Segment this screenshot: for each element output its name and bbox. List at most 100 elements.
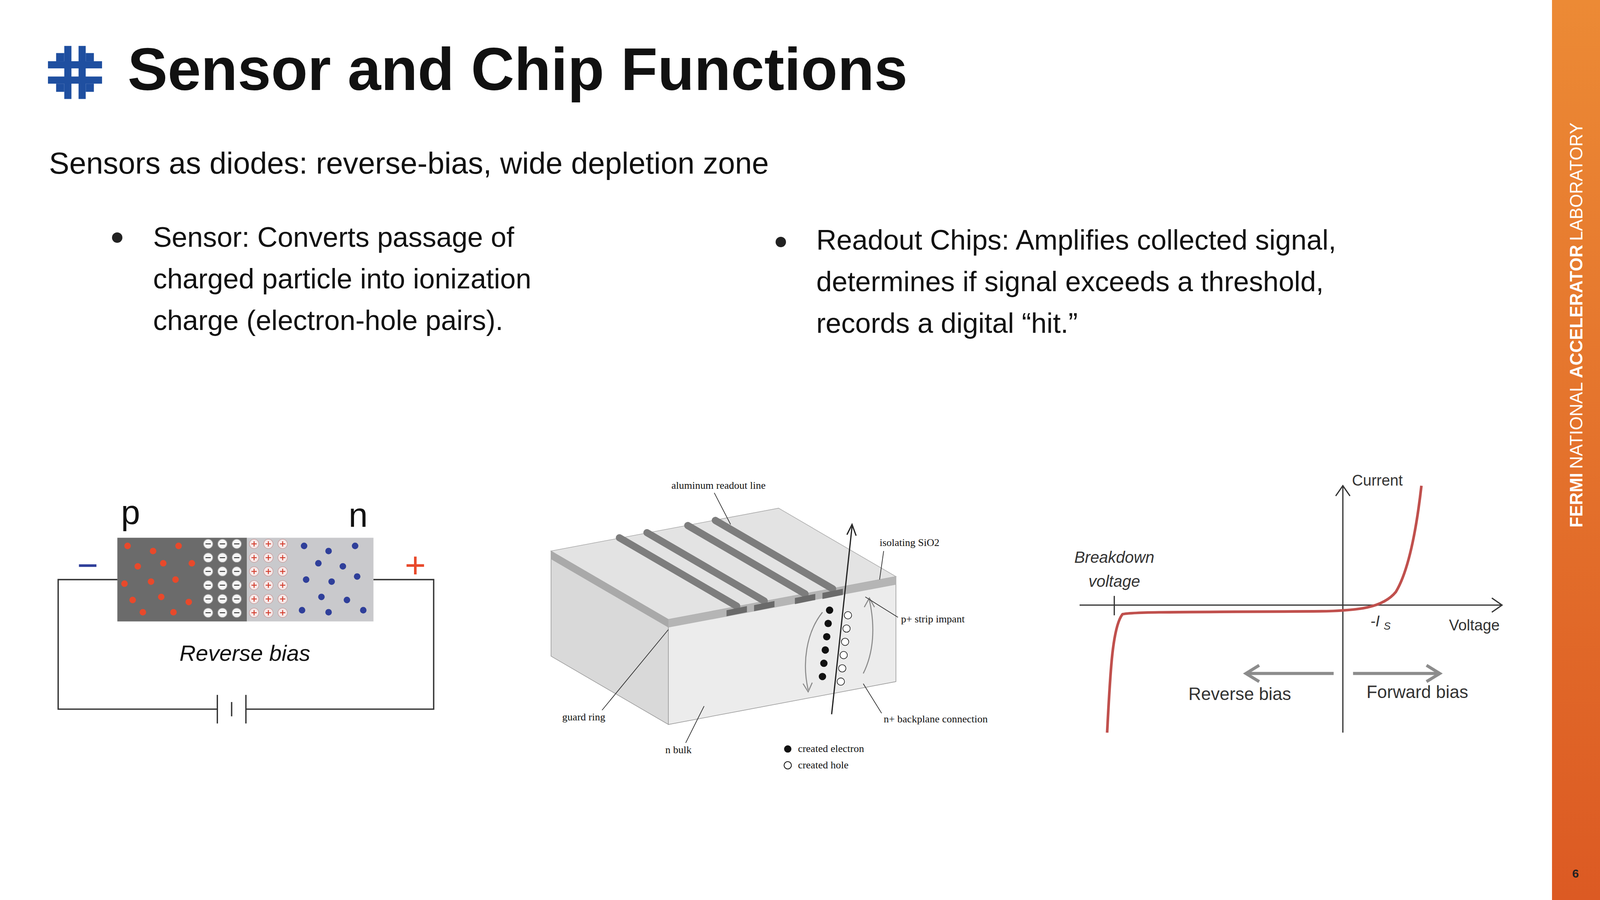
- page-number: 6: [1572, 866, 1579, 881]
- bias-label: Forward bias: [1366, 681, 1468, 703]
- charge-dot: [232, 552, 242, 562]
- lab-name: FERMI NATIONAL ACCELERATOR LABORATORY: [1565, 118, 1588, 528]
- charge-dot: [217, 539, 227, 549]
- axis-label: Voltage: [1448, 616, 1500, 635]
- charge-dot: [325, 608, 332, 616]
- charge-dot: [325, 547, 332, 554]
- lab-name-part: NATIONAL: [1566, 382, 1586, 469]
- bullet-text: Readout Chips: Amplifies collected signa…: [816, 219, 1342, 344]
- charge-dot: [203, 552, 213, 562]
- charge-dot: [129, 596, 136, 604]
- charge-dot: [837, 678, 845, 686]
- charge-dot: [139, 608, 146, 616]
- charge-dot: [278, 539, 288, 549]
- fermilab-logo: [48, 46, 102, 100]
- charge-dot: [185, 598, 192, 606]
- charge-dot: [838, 664, 846, 672]
- charge-dot: [217, 566, 227, 576]
- charge-dot: [821, 646, 829, 654]
- charge-dot: [315, 560, 322, 567]
- charge-dot: [217, 552, 227, 562]
- bullet-dot: [775, 236, 786, 248]
- charge-dot: [149, 547, 156, 554]
- charge-dot: [170, 608, 177, 616]
- charge-dot: [343, 596, 350, 604]
- charge-dot: [278, 594, 288, 604]
- charge-dot: [844, 611, 852, 619]
- charge-dot: [232, 594, 242, 604]
- charge-dot: [134, 563, 141, 570]
- lab-name-part: FERMI: [1566, 472, 1586, 528]
- axis-label: Breakdown voltage: [1066, 545, 1163, 594]
- charge-dot: [172, 576, 179, 583]
- bullet-dot: [112, 232, 123, 243]
- slide-title: Sensor and Chip Functions: [127, 33, 908, 106]
- charge-dot: [232, 608, 242, 618]
- charge-dot: [263, 580, 273, 590]
- charge-dot: [841, 638, 849, 646]
- charge-dot: [818, 672, 826, 680]
- current-subscript: S: [1383, 620, 1391, 633]
- charge-dot: [124, 542, 131, 550]
- charge-dot: [263, 594, 273, 604]
- charge-dot: [249, 552, 259, 562]
- legend-text: created hole: [798, 759, 849, 772]
- charge-dot: [217, 580, 227, 590]
- charge-dot: [842, 624, 850, 632]
- charge-dot: [302, 576, 310, 583]
- charge-dot: [352, 542, 359, 550]
- legend-dot: [784, 745, 792, 753]
- charge-dot: [278, 580, 288, 590]
- region-label: n: [348, 494, 368, 536]
- charge-dot: [249, 580, 259, 590]
- charge-dot: [823, 633, 831, 641]
- charge-dot: [160, 560, 167, 567]
- side-bar: [1552, 0, 1600, 900]
- charge-dot: [339, 563, 346, 570]
- part-label: guard ring: [562, 711, 606, 724]
- legend-text: created electron: [798, 742, 864, 756]
- charge-dot: [203, 580, 213, 590]
- pn-junction: [58, 537, 434, 724]
- charge-dot: [232, 566, 242, 576]
- bias-label: Reverse bias: [1188, 683, 1292, 705]
- polarity-sign: +: [404, 543, 426, 587]
- charge-dot: [300, 542, 308, 550]
- charge-dot: [263, 566, 273, 576]
- charge-dot: [232, 539, 242, 549]
- axis-label: Current: [1352, 471, 1403, 490]
- charge-dot: [824, 619, 832, 627]
- charge-dot: [232, 580, 242, 590]
- strip-sensor: [551, 492, 898, 769]
- current-symbol: -I: [1370, 612, 1380, 631]
- charge-dot: [249, 566, 259, 576]
- charge-dot: [278, 552, 288, 562]
- charge-dot: [278, 608, 288, 618]
- charge-dot: [188, 560, 195, 567]
- region-label: p: [121, 491, 141, 533]
- polarity-sign: −: [77, 543, 99, 587]
- charge-dot: [217, 594, 227, 604]
- charge-dot: [354, 573, 361, 580]
- bullet-text: Sensor: Converts passage of charged part…: [153, 216, 602, 342]
- charge-dot: [820, 659, 828, 667]
- charge-dot: [360, 606, 367, 614]
- charge-dot: [826, 606, 834, 614]
- charge-dot: [203, 608, 213, 618]
- charge-dot: [298, 606, 306, 614]
- charge-dot: [249, 608, 259, 618]
- charge-dot: [263, 552, 273, 562]
- charge-dot: [249, 539, 259, 549]
- lab-name-part: ACCELERATOR: [1566, 244, 1586, 378]
- charge-dot: [175, 542, 182, 550]
- charge-dot: [203, 594, 213, 604]
- charge-dot: [263, 539, 273, 549]
- charge-dot: [203, 539, 213, 549]
- part-label: n+ backplane connection: [883, 713, 988, 726]
- charge-dot: [217, 608, 227, 618]
- part-label: p+ strip impant: [901, 613, 965, 626]
- lab-name-part: LABORATORY: [1566, 122, 1586, 241]
- charge-dot: [121, 580, 128, 587]
- charge-dot: [263, 608, 273, 618]
